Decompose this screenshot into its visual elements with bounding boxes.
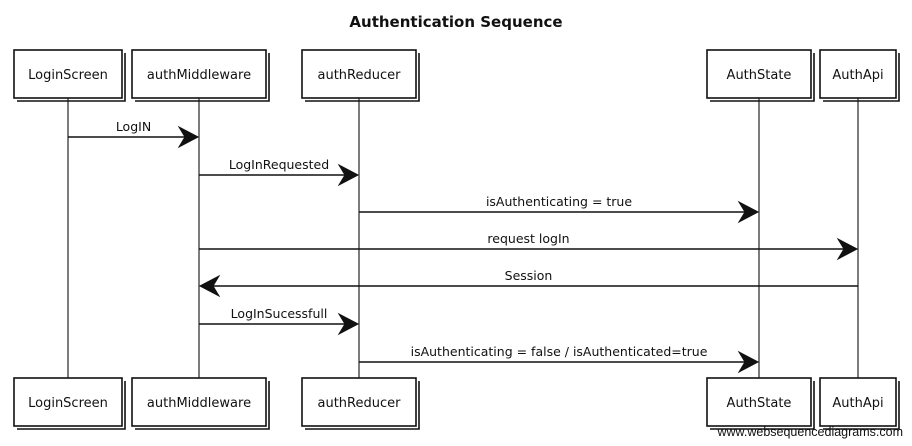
participant-label: LoginScreen [28, 68, 108, 83]
participant-box-shadow [305, 381, 420, 430]
participant-box-shadow [710, 381, 815, 430]
participant-label: AuthState [727, 68, 792, 83]
participant-label: LoginScreen [28, 396, 108, 411]
participant-box-shadow [135, 381, 270, 430]
participant-box [819, 49, 897, 99]
message-arrowhead [836, 237, 859, 261]
participant-box [13, 377, 123, 427]
message-arrowhead [198, 274, 221, 298]
message-label: LogInSucessfull [231, 306, 328, 321]
participant-box-shadow [823, 53, 900, 102]
participant-auth-state-top: AuthState [706, 49, 815, 102]
participant-label: authReducer [318, 396, 402, 411]
message-2: LogInRequested [199, 157, 360, 187]
participant-box-shadow [305, 53, 420, 102]
message-label: LogIN [116, 119, 151, 134]
message-label: request logIn [487, 231, 569, 246]
message-1: LogIN [68, 119, 200, 149]
participant-box-shadow [17, 53, 126, 102]
participant-auth-reducer-top: authReducer [301, 49, 420, 102]
participant-box [706, 377, 812, 427]
participant-row-top: LoginScreen authMiddleware authReducer Auth… [13, 49, 900, 102]
lifelines [67, 98, 859, 378]
participant-auth-api-bottom: AuthApi [819, 377, 900, 430]
participant-box [13, 49, 123, 99]
message-arrowhead [337, 312, 360, 336]
participant-auth-api-top: AuthApi [819, 49, 900, 102]
participant-label: authReducer [318, 68, 402, 83]
participant-auth-middleware-top: authMiddleware [131, 49, 270, 102]
message-label: Session [505, 268, 553, 283]
participant-login-screen-bottom: LoginScreen [13, 377, 126, 430]
participant-box-shadow [823, 381, 900, 430]
message-6: LogInSucessfull [199, 306, 360, 336]
participant-row-bottom: LoginScreen authMiddleware authReducer Auth… [13, 377, 900, 430]
message-5: Session [198, 268, 858, 298]
participant-box-shadow [17, 381, 126, 430]
watermark: www.websequencediagrams.com [716, 425, 903, 439]
participant-login-screen-top: LoginScreen [13, 49, 126, 102]
participant-label: authMiddleware [147, 396, 251, 411]
participant-auth-state-bottom: AuthState [706, 377, 815, 430]
message-arrowhead [337, 163, 360, 187]
participant-box-shadow [135, 53, 270, 102]
participant-label: authMiddleware [147, 68, 251, 83]
message-3: isAuthenticating = true [359, 194, 760, 224]
participant-box [819, 377, 897, 427]
participant-auth-middleware-bottom: authMiddleware [131, 377, 270, 430]
diagram-title: Authentication Sequence [349, 13, 562, 31]
message-7: isAuthenticating = false / isAuthenticat… [359, 344, 760, 374]
participant-box [706, 49, 812, 99]
participant-auth-reducer-bottom: authReducer [301, 377, 420, 430]
message-label: isAuthenticating = true [486, 194, 632, 209]
participant-box [131, 49, 267, 99]
messages: LogIN LogInRequested isAuthenticating = tr… [68, 119, 859, 374]
participant-label: AuthApi [832, 68, 883, 83]
participant-label: AuthState [727, 396, 792, 411]
message-label: LogInRequested [229, 157, 329, 172]
message-arrowhead [737, 350, 760, 374]
participant-box [131, 377, 267, 427]
participant-box-shadow [710, 53, 815, 102]
message-arrowhead [177, 125, 200, 149]
message-label: isAuthenticating = false / isAuthenticat… [411, 344, 708, 359]
participant-box [301, 49, 417, 99]
participant-label: AuthApi [832, 396, 883, 411]
message-4: request logIn [199, 231, 859, 261]
message-arrowhead [737, 200, 760, 224]
participant-box [301, 377, 417, 427]
